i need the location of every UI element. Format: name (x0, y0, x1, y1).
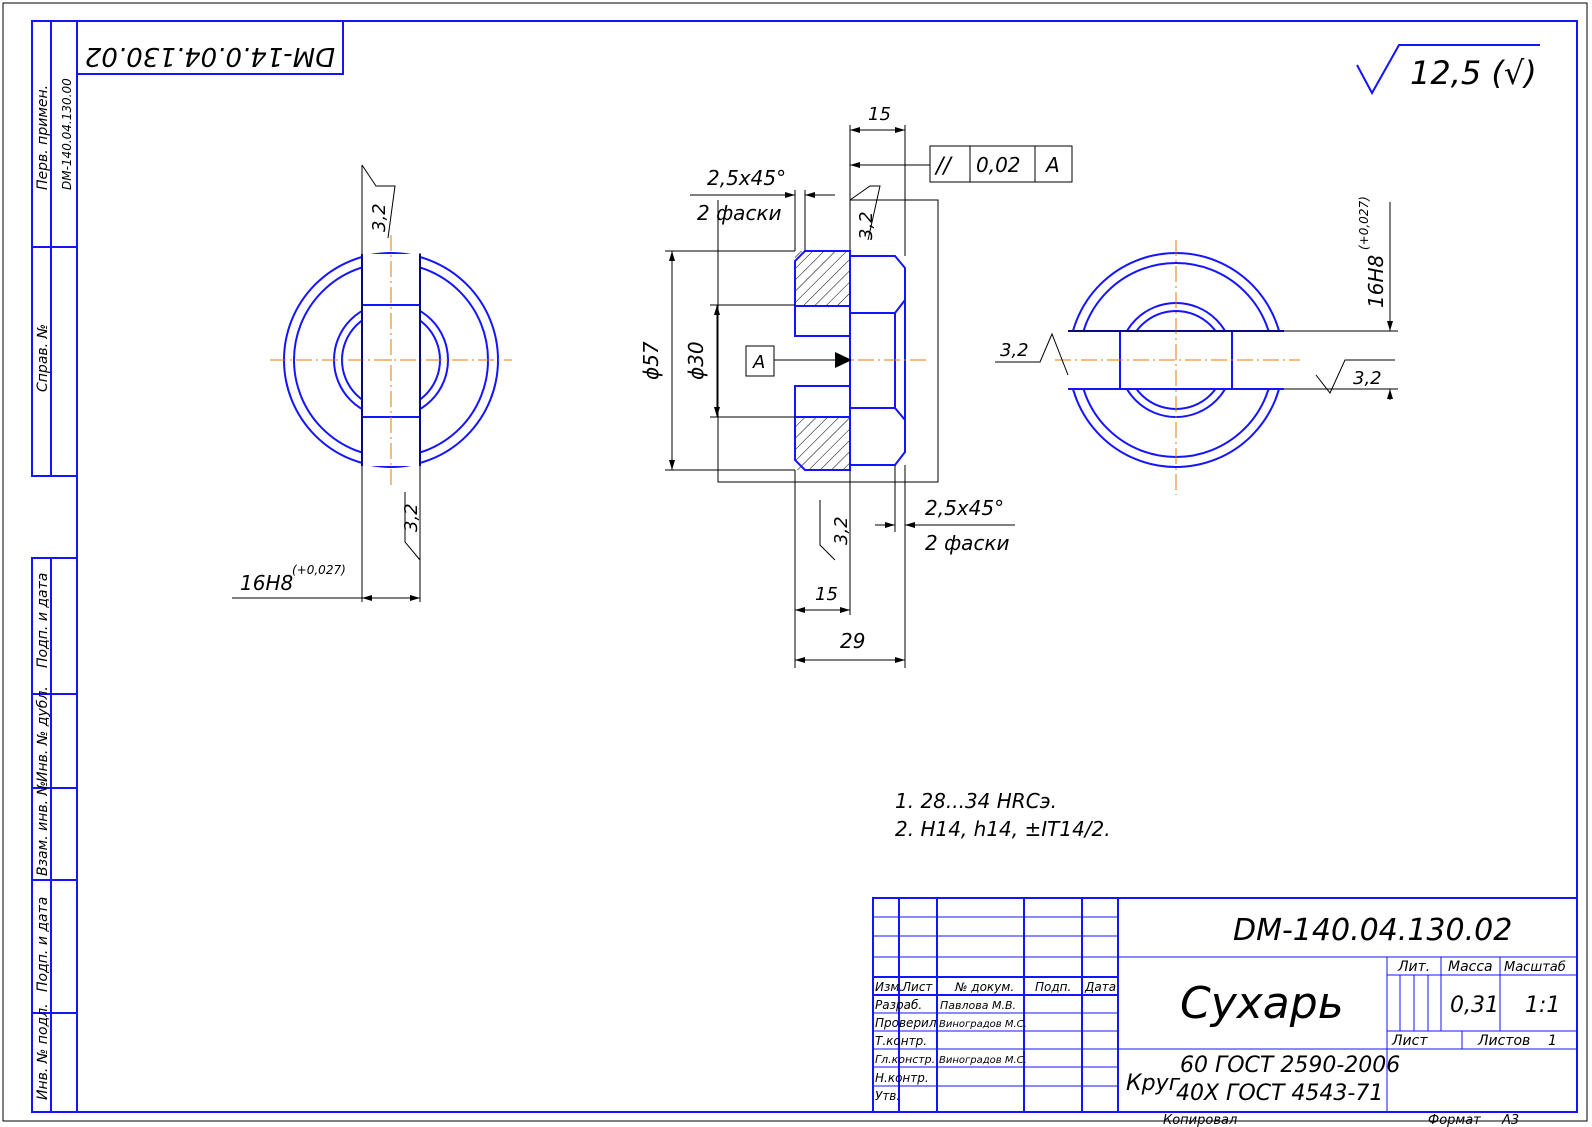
left-view: 3,2 3,2 16H8 (+0,027) (232, 164, 512, 602)
interch-inv-label: Взам. инв. № (35, 781, 51, 876)
dim-total-width: 29 (840, 629, 865, 653)
copied-label: Копировал (1163, 1113, 1237, 1127)
general-roughness: 12,5 (√) (1356, 44, 1540, 96)
sheet-label: Лист (1391, 1033, 1428, 1049)
dim-width-bottom: 15 (815, 584, 838, 605)
chamfer-top-note: 2 фаски (697, 201, 782, 225)
row-nkontr: Н.контр. (875, 1071, 929, 1085)
row-razrab: Разраб. (875, 998, 922, 1012)
left-roughness-top: 3,2 (369, 203, 390, 232)
col-doc: № докум. (954, 980, 1014, 994)
parallelism-tolerance-frame: // 0,02 A (929, 145, 1073, 183)
format-label: Формат (1428, 1113, 1481, 1127)
row-glkontr: Гл.констр. (875, 1053, 935, 1066)
left-slot-tol: (+0,027) (292, 563, 346, 577)
mid-roughness-top: 3,2 (856, 211, 877, 240)
scale-value: 1:1 (1525, 993, 1560, 1018)
left-slot-dim: 16H8 (240, 571, 293, 595)
col-sign: Подп. (1035, 980, 1071, 994)
right-roughness-left: 3,2 (1000, 340, 1029, 361)
datum-letter: A (752, 352, 765, 373)
tolerance-value: 0,02 (976, 153, 1021, 177)
sign-date-label-1: Подп. и дата (35, 573, 51, 668)
material-prefix: Круг (1126, 1071, 1181, 1096)
reference-label: Справ. № (35, 324, 51, 392)
mass-value: 0,31 (1450, 993, 1499, 1018)
primary-use-value: DM-140.04.130.00 (60, 78, 74, 190)
title-block: DM-140.04.130.02 Сухарь Круг 60 ГОСТ 259… (872, 897, 1578, 1113)
row-prov: Проверил (875, 1016, 937, 1030)
tolerance-symbol: // (934, 154, 953, 179)
row-glkontr-name: Виноградов М.С. (939, 1055, 1027, 1066)
orig-inv-label: Инв. № подл. (35, 1003, 51, 1100)
dup-inv-label: Инв. № дубл. (35, 686, 51, 782)
row-razrab-name: Павлова М.В. (940, 999, 1016, 1012)
note-1: 1. 28...34 HRCэ. (895, 789, 1057, 813)
sign-date-label-2: Подп. и дата (35, 897, 51, 992)
middle-section-view: ϕ57 ϕ30 A 15 // 0,02 A 2,5х45° 2 фаски 3… (639, 104, 1073, 668)
format-value: А3 (1501, 1113, 1519, 1127)
lit-label: Лит. (1397, 959, 1430, 975)
chamfer-bottom-note: 2 фаски (925, 531, 1010, 555)
datum-box (745, 345, 775, 377)
scale-label: Масштаб (1504, 960, 1566, 975)
title-designation: DM-140.04.130.02 (1233, 913, 1512, 948)
material-line-1: 60 ГОСТ 2590-2006 (1180, 1053, 1400, 1078)
right-slot-dim: 16H8 (1364, 255, 1388, 308)
part-name: Сухарь (1180, 978, 1344, 1029)
general-roughness-value: 12,5 (√) (1410, 54, 1537, 92)
dim-width-top: 15 (868, 104, 891, 125)
col-izm: Изм. (875, 980, 903, 994)
right-slot-tol: (+0,027) (1357, 196, 1371, 250)
right-view: 16H8 (+0,027) 3,2 3,2 (995, 196, 1398, 495)
mirrored-designation-box: DM-14.0.04.130.02 (76, 20, 344, 75)
right-roughness-right: 3,2 (1353, 368, 1382, 389)
chamfer-bottom: 2,5х45° (925, 496, 1004, 520)
left-roughness-bottom: 3,2 (401, 503, 422, 532)
note-2: 2. H14, h14, ±IT14/2. (895, 817, 1111, 841)
sheets-value: 1 (1548, 1033, 1557, 1049)
mirrored-designation: DM-14.0.04.130.02 (85, 41, 335, 71)
chamfer-top: 2,5х45° (707, 166, 786, 190)
dim-inner-diameter: ϕ30 (684, 341, 708, 380)
tolerance-datum: A (1044, 153, 1060, 177)
primary-use-label: Перв. примен. (35, 85, 51, 190)
col-list: Лист (901, 980, 933, 994)
mid-roughness-bottom: 3,2 (831, 516, 852, 545)
row-utv: Утв. (875, 1089, 900, 1103)
row-prov-name: Виноградов М.С. (939, 1019, 1027, 1030)
mass-label: Масса (1448, 959, 1493, 975)
row-tkontr: Т.контр. (875, 1034, 927, 1048)
dim-outer-diameter: ϕ57 (639, 341, 663, 380)
technical-notes: 1. 28...34 HRCэ. 2. H14, h14, ±IT14/2. (895, 789, 1111, 841)
col-date: Дата (1084, 980, 1116, 994)
sheets-label: Листов (1477, 1033, 1530, 1049)
material-line-2: 40Х ГОСТ 4543-71 (1176, 1081, 1383, 1106)
side-stamp: Перв. примен. DM-140.04.130.00 Справ. № … (31, 20, 78, 1113)
